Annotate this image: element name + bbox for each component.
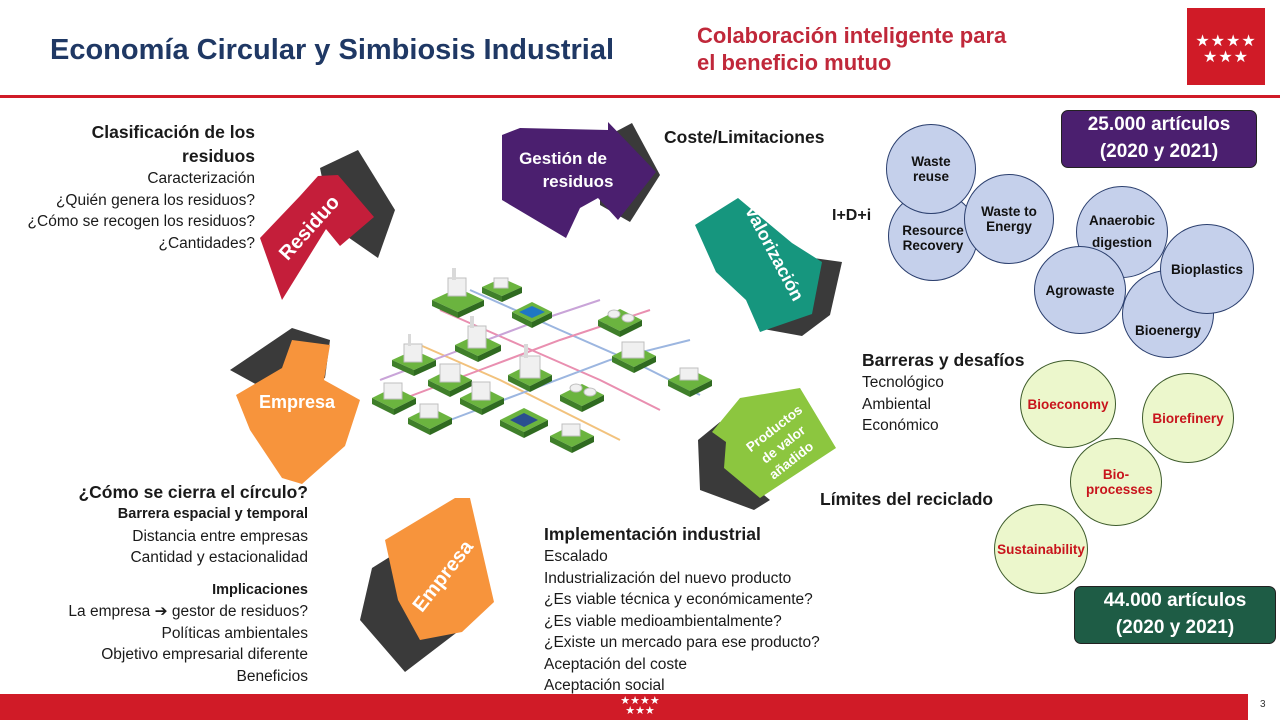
circle-item: Distancia entre empresas [0,526,308,548]
circle-text-block: ¿Cómo se cierra el círculo? Barrera espa… [0,480,308,687]
barreras-item: Económico [862,415,1024,437]
footer-stars-bottom: ★★★ [612,706,668,717]
waste-reuse-circle: Waste reuse [886,124,976,214]
bioeconomy-circle: Bioeconomy [1020,360,1116,448]
implementacion-item: ¿Es viable técnica y económicamente? [544,589,820,611]
waste-to-energy-circle: Waste to Energy [964,174,1054,264]
implementacion-heading: Implementación industrial [544,522,820,546]
implementacion-item: ¿Existe un mercado para ese producto? [544,632,820,654]
articles-badge-bottom-line-1: 44.000 artículos [1075,587,1275,614]
sustainability-circle: Sustainability [994,504,1088,594]
barreras-heading: Barreras y desafíos [862,348,1024,372]
barreras-block: Barreras y desafíos Tecnológico Ambienta… [862,348,1024,437]
implicaciones-item: Beneficios [0,666,308,688]
implicaciones-item: La empresa ➔ gestor de residuos? [0,601,308,623]
circle-heading: ¿Cómo se cierra el círculo? [0,480,308,504]
industrial-park-illustration [372,268,712,453]
footer-logo: ★★★★ ★★★ [612,694,668,720]
residuos-item: ¿Cantidades? [0,233,255,255]
implementacion-block: Implementación industrial Escalado Indus… [544,522,820,697]
page-number: 3 [1260,699,1266,710]
articles-badge-bottom: 44.000 artículos (2020 y 2021) [1074,586,1276,644]
circle-item: Cantidad y estacionalidad [0,547,308,569]
implicaciones-item: Objetivo empresarial diferente [0,644,308,666]
barreras-item: Tecnológico [862,372,1024,394]
articles-badge-top-line-2: (2020 y 2021) [1062,138,1256,165]
implicaciones-heading: Implicaciones [0,580,308,602]
limites-label: Límites del reciclado [820,487,993,511]
implementacion-item: ¿Es viable medioambientalmente? [544,611,820,633]
implementacion-item: Aceptación del coste [544,654,820,676]
bioprocesses-circle: Bio-processes [1070,438,1162,526]
empresa-left-arrow-label: Empresa [259,392,336,412]
implicaciones-item: Políticas ambientales [0,623,308,645]
agrowaste-circle: Agrowaste [1034,246,1126,334]
residuos-heading-line-1: Clasificación de los [0,120,255,144]
residuos-item: Caracterización [0,168,255,190]
implementacion-item: Escalado [544,546,820,568]
barreras-item: Ambiental [862,394,1024,416]
coste-label: Coste/Limitaciones [664,125,824,149]
gestion-arrow-label-1: Gestión de [519,149,607,168]
articles-badge-top: 25.000 artículos (2020 y 2021) [1061,110,1257,168]
circle-subheading: Barrera espacial y temporal [0,504,308,526]
residuos-heading-line-2: residuos [0,144,255,168]
residuos-text-block: Clasificación de los residuos Caracteriz… [0,120,255,254]
idi-label: I+D+i [832,204,871,228]
gestion-arrow-label-2: residuos [543,172,614,191]
biorefinery-circle: Biorefinery [1142,373,1234,463]
residuos-item: ¿Cómo se recogen los residuos? [0,211,255,233]
articles-badge-top-line-1: 25.000 artículos [1062,111,1256,138]
implementacion-item: Industrialización del nuevo producto [544,568,820,590]
residuos-item: ¿Quién genera los residuos? [0,190,255,212]
articles-badge-bottom-line-2: (2020 y 2021) [1075,614,1275,641]
bioplastics-circle: Bioplastics [1160,224,1254,314]
